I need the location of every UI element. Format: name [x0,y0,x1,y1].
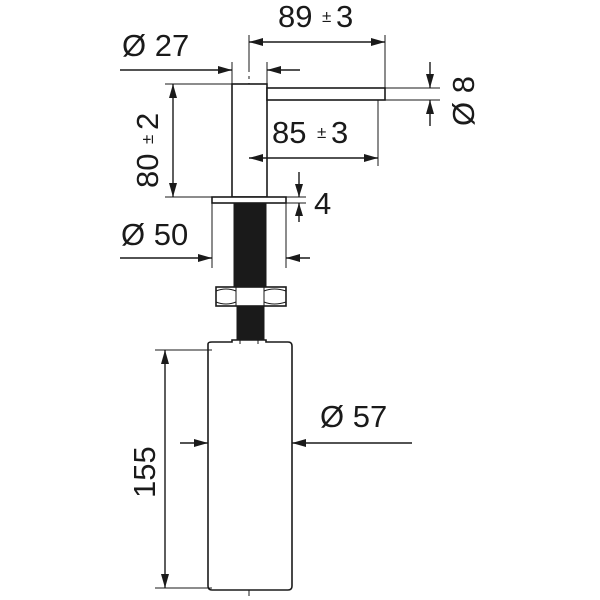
pump-head [231,83,386,198]
label-85-tol-sym: ± [317,123,326,142]
label-80-value: 80 [130,154,165,188]
pump-head-body [231,83,268,198]
label-89-value: 89 [278,0,312,34]
spout [266,87,386,101]
dim-diameter-57: Ø 57 [180,399,412,447]
dim-diameter-27: Ø 27 [120,28,300,84]
dim-height-80: 80 ± 2 [130,83,232,198]
dim-thickness-4: 4 [286,172,331,222]
label-155: 155 [127,446,162,498]
dim-height-155: 155 [127,349,212,589]
dim-diameter-50: Ø 50 [120,203,310,268]
label-80-tol-num: 2 [130,113,165,130]
dim-length-85: 85 ± 3 [249,100,379,166]
label-4: 4 [314,186,331,221]
label-85-tol-num: 3 [331,115,348,150]
label-85-value: 85 [272,115,306,150]
label-d50: Ø 50 [121,217,188,252]
mounting-flange [211,196,287,204]
dim-diameter-8: Ø 8 [385,62,481,126]
label-80-tol-sym: ± [138,135,157,144]
dim-length-89: 89 ± 3 [248,0,386,88]
threaded-shank [233,202,267,343]
label-d27: Ø 27 [122,28,189,63]
label-d57: Ø 57 [320,399,387,434]
label-89-tol-sym: ± [322,7,331,26]
lock-nut [215,286,287,307]
label-89-tol-num: 3 [336,0,353,34]
label-d8: Ø 8 [446,76,481,126]
soap-bottle [207,339,293,591]
